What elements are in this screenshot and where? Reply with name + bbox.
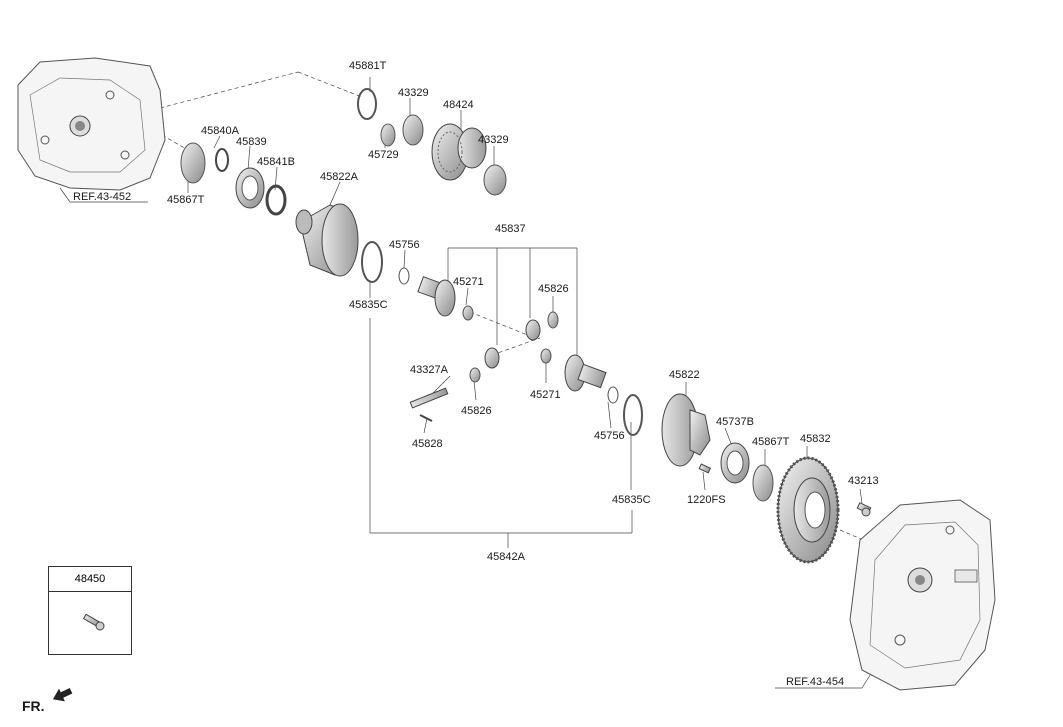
pin-45828 [419, 414, 433, 422]
washer-45756-b [607, 386, 619, 404]
washer-45756-a [398, 267, 410, 285]
label-45835C-b: 45835C [612, 494, 651, 506]
pinion-gear-a [525, 319, 541, 341]
gasket-45835C-a [361, 241, 383, 283]
label-45835C-a: 45835C [349, 299, 388, 311]
bearing-43329-a [402, 114, 424, 146]
side-gear-right [564, 354, 607, 392]
snap-ring-45840A [215, 148, 229, 172]
label-45822A: 45822A [320, 171, 358, 183]
inset-box-body [48, 591, 132, 655]
bearing-43329-b [483, 164, 507, 196]
bearing-45729 [380, 123, 396, 147]
front-arrow-icon [52, 688, 73, 702]
washer-45271-b [540, 348, 552, 364]
label-45867T-a: 45867T [167, 194, 205, 206]
ring-45881T [357, 88, 377, 120]
label-45822: 45822 [669, 369, 700, 381]
label-45271-b: 45271 [530, 389, 561, 401]
transmission-case-left [17, 57, 166, 191]
label-45837: 45837 [495, 223, 526, 235]
bearing-45737B [720, 442, 750, 484]
seal-45841B [265, 184, 287, 216]
label-45832: 45832 [800, 433, 831, 445]
label-43329-b: 43329 [478, 134, 509, 146]
gear-48424 [431, 123, 487, 181]
shim-45867T-a [180, 142, 206, 184]
label-45839: 45839 [236, 136, 267, 148]
pinion-gear-b [484, 347, 500, 369]
label-45867T-b: 45867T [752, 436, 790, 448]
washer-45271-a [462, 305, 474, 321]
label-43329-a: 43329 [398, 87, 429, 99]
inset-box-header: 48450 [48, 566, 132, 592]
label-43327A: 43327A [410, 364, 448, 376]
label-48424: 48424 [443, 99, 474, 111]
label-45756-b: 45756 [594, 430, 625, 442]
shim-45867T-b [752, 464, 774, 502]
front-direction-label: FR. [22, 698, 45, 714]
transmission-case-right [849, 499, 996, 691]
label-45828: 45828 [412, 438, 443, 450]
label-45842A: 45842A [487, 551, 525, 563]
pin-43327A [409, 387, 449, 409]
bolt-48450 [82, 613, 105, 631]
label-45737B: 45737B [716, 416, 754, 428]
label-43213: 43213 [848, 475, 879, 487]
label-45841B: 45841B [257, 156, 295, 168]
label-45826-a: 45826 [538, 283, 569, 295]
label-45729: 45729 [368, 149, 399, 161]
ring-gear-45832 [776, 456, 840, 564]
leader-lines [59, 71, 876, 689]
ref-label-top: REF.43-452 [73, 191, 132, 203]
ref-label-bottom: REF.43-454 [786, 676, 845, 688]
diff-case-45822 [661, 393, 711, 467]
label-45271-a: 45271 [453, 276, 484, 288]
bolt-1220FS [698, 463, 712, 474]
label-45840A: 45840A [201, 125, 239, 137]
label-45756-a: 45756 [389, 239, 420, 251]
label-1220FS: 1220FS [687, 494, 726, 506]
bearing-45839 [235, 167, 265, 209]
label-45881T: 45881T [349, 60, 387, 72]
washer-45826-b [469, 367, 481, 383]
diff-case-45822A [295, 203, 359, 277]
bolt-43213 [856, 502, 872, 517]
side-gear-left [417, 276, 456, 317]
label-45826-b: 45826 [461, 405, 492, 417]
gasket-45835C-b [623, 394, 643, 436]
washer-45826-a [547, 311, 559, 329]
